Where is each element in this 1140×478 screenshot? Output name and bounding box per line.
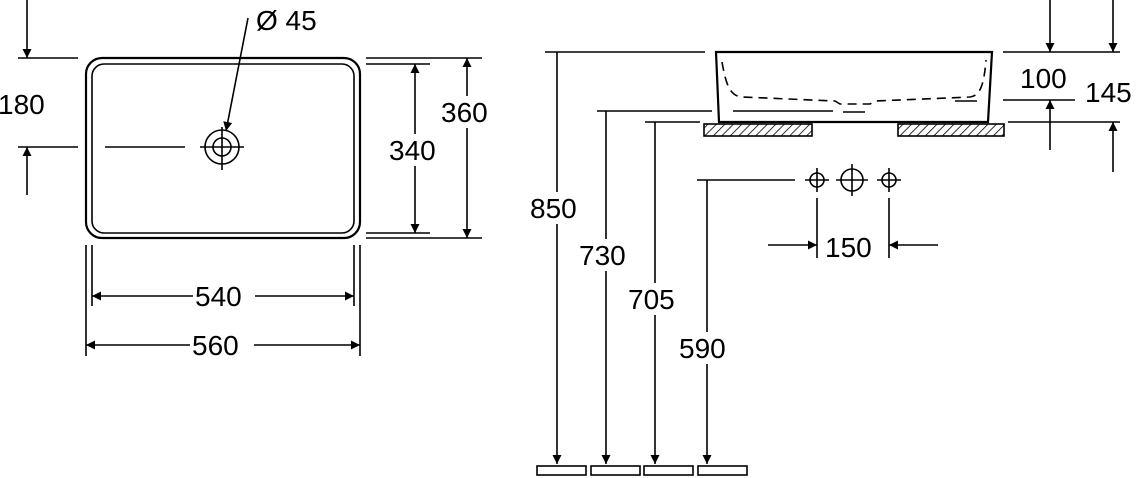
top-view: Ø 45 180 340 360 540 560 (0, 0, 496, 361)
dim-360: 360 (441, 97, 488, 128)
basin-inner-outline (91, 63, 355, 234)
drain-icon (200, 127, 244, 170)
tap-hole-right-icon (877, 168, 901, 192)
dim-540: 540 (195, 281, 242, 312)
dim-180: 180 (0, 89, 45, 120)
floor (536, 465, 748, 476)
dim-100: 100 (1020, 63, 1067, 94)
side-view: 850 730 705 590 (530, 0, 1140, 476)
mount-left (703, 123, 813, 137)
basin-side-outline (714, 50, 994, 124)
dim-560: 560 (192, 330, 239, 361)
dim-340: 340 (389, 135, 436, 166)
tap-hole-left-icon (805, 168, 829, 192)
basin-inner-dashed (721, 59, 987, 105)
dim-705: 705 (628, 284, 675, 315)
mount-right (897, 123, 1005, 137)
dim-730: 730 (579, 240, 626, 271)
basin-outer-outline (84, 56, 362, 240)
drain-diameter-label: Ø 45 (256, 5, 317, 36)
dim-145: 145 (1085, 77, 1132, 108)
drain-leader (223, 17, 249, 132)
dim-590: 590 (679, 333, 726, 364)
tap-hole-center-icon (836, 164, 868, 196)
dim-150: 150 (825, 232, 872, 263)
dim-850: 850 (530, 193, 577, 224)
